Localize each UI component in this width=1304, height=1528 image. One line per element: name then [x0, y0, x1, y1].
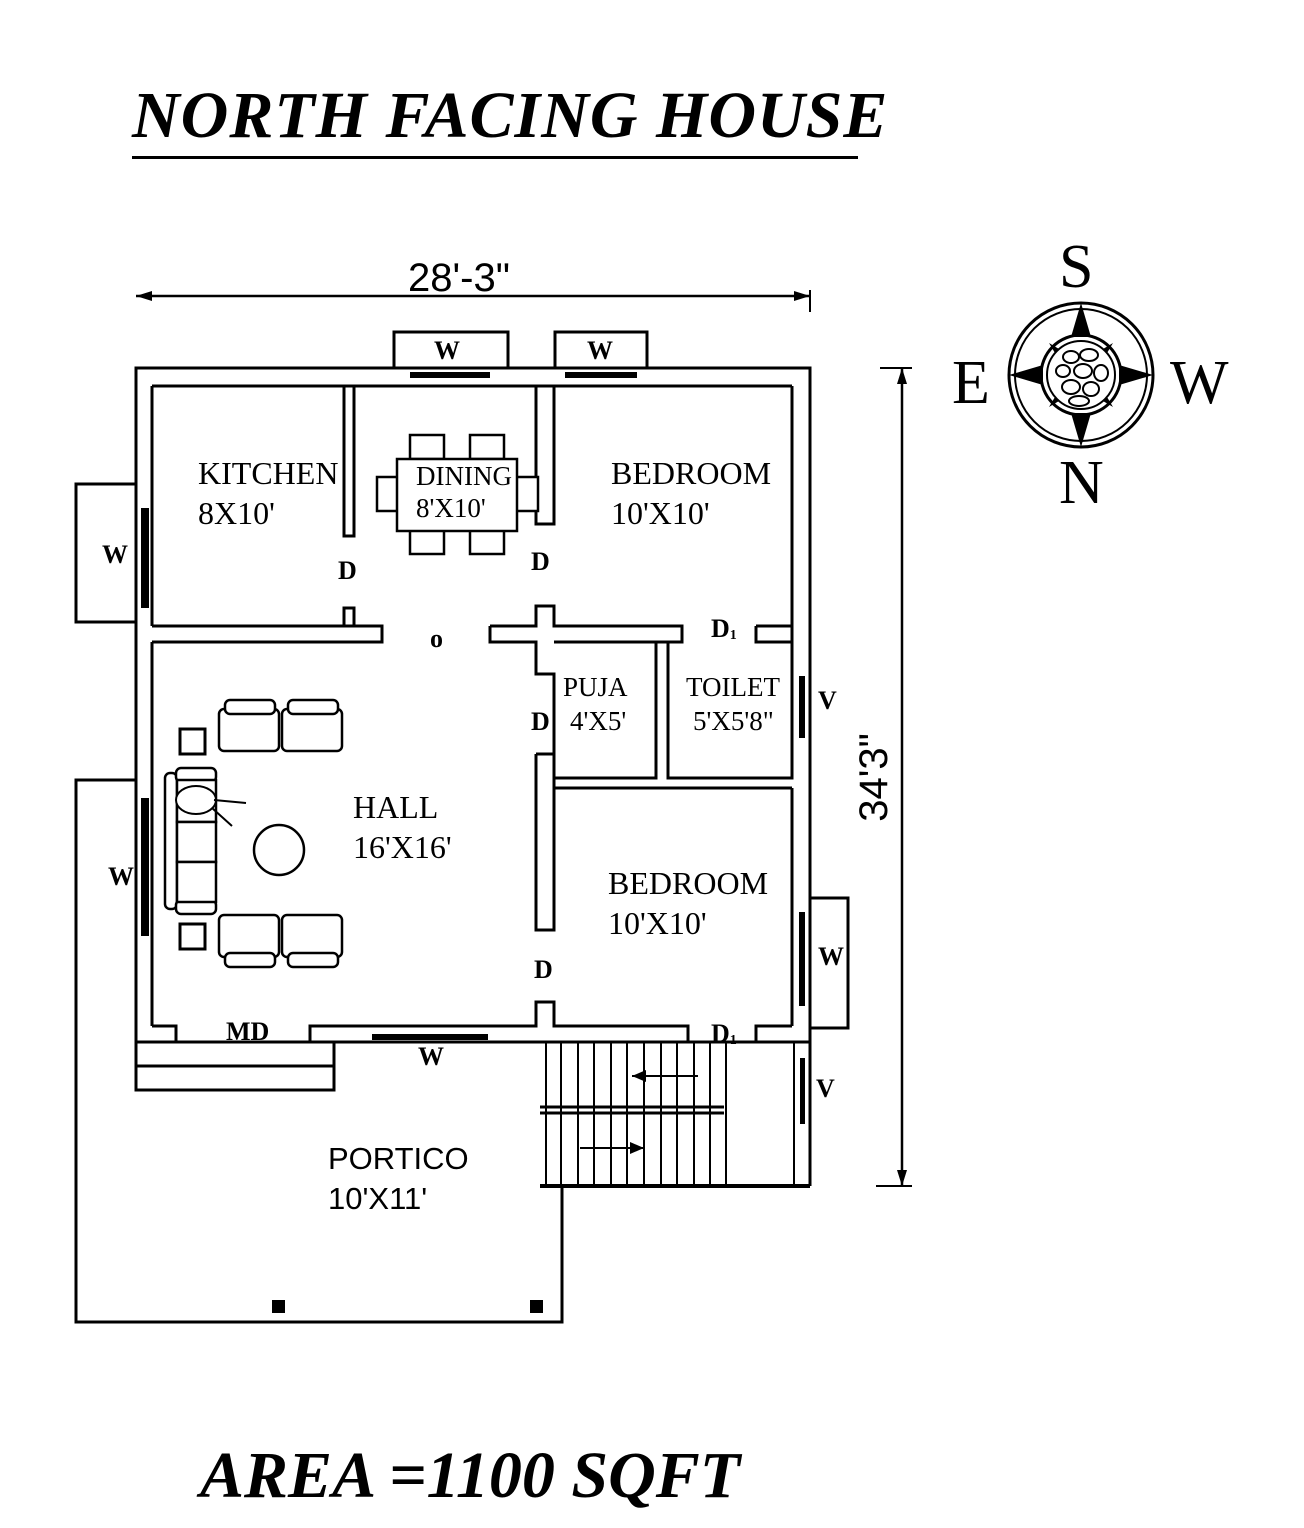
bedroom-top-label: BEDROOM — [611, 455, 772, 491]
door1-marker: D1 — [711, 614, 737, 644]
puja-size: 4'X5' — [570, 706, 627, 736]
compass-north-label: N — [1059, 449, 1104, 517]
portico-size: 10'X11' — [328, 1181, 428, 1216]
window-marker: W — [102, 540, 128, 569]
window-marker: W — [108, 862, 134, 891]
title-underline — [132, 156, 858, 159]
bedroom-top-size: 10'X10' — [611, 495, 710, 531]
compass-west-label: W — [1170, 349, 1229, 417]
window-marker: W — [587, 336, 613, 365]
bedroom-bottom-size: 10'X10' — [608, 905, 707, 941]
toilet-size: 5'X5'8" — [693, 706, 774, 736]
area-label: AREA =1100 SQFT — [200, 1439, 741, 1512]
kitchen-label: KITCHEN — [198, 455, 339, 491]
portico-label: PORTICO — [328, 1141, 469, 1176]
main-door-marker: MD — [226, 1017, 270, 1046]
dining-label: DINING — [416, 461, 512, 491]
width-dimension-label: 28'-3" — [408, 256, 510, 300]
kitchen-size: 8X10' — [198, 495, 275, 531]
compass-south-label: S — [1059, 233, 1094, 301]
door-marker: D — [534, 955, 553, 984]
ventilator-marker: V — [818, 686, 837, 715]
compass-east-label: E — [952, 349, 990, 417]
window-marker: W — [818, 942, 844, 971]
opening-marker: o — [430, 624, 443, 653]
door-marker: D — [531, 707, 550, 736]
door-marker: D — [338, 556, 357, 585]
page-title: NORTH FACING HOUSE — [132, 79, 889, 152]
dining-size: 8'X10' — [416, 493, 486, 523]
door1-marker: D1 — [711, 1019, 737, 1049]
window-marker: W — [434, 336, 460, 365]
ventilator-marker: V — [816, 1074, 835, 1103]
hall-label: HALL — [353, 789, 439, 825]
window-marker: W — [418, 1042, 444, 1071]
puja-label: PUJA — [563, 672, 628, 702]
bedroom-bottom-label: BEDROOM — [608, 865, 769, 901]
toilet-label: TOILET — [686, 672, 780, 702]
door-marker: D — [531, 547, 550, 576]
hall-size: 16'X16' — [353, 829, 452, 865]
